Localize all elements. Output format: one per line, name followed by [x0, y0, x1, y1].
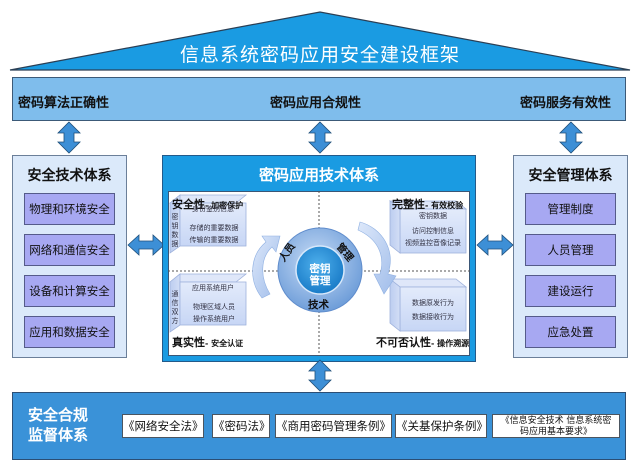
cube-authenticity-side: 通信双方 — [171, 290, 179, 325]
bottom-title-line1: 安全合规 — [28, 406, 89, 424]
bottom-vertical-arrow — [308, 359, 332, 392]
crypto-application-technology-title: 密码应用技术体系 — [258, 166, 379, 184]
core-text-line1: 密钥 — [309, 263, 331, 275]
cube-security-line1: 存储的重要数据 — [189, 224, 239, 232]
security-management-title: 安全管理体系 — [528, 168, 613, 184]
cube-authenticity-line1: 物理区域人员 — [193, 303, 235, 311]
data-cubes — [168, 194, 468, 333]
cube-security-line2: 传输的重要数据 — [189, 236, 239, 244]
double-arrow-icon — [57, 121, 81, 154]
principle-service-effectiveness: 密码服务有效性 — [520, 96, 612, 111]
cube-integrity-line1: 访问控制信息 — [412, 227, 454, 235]
quadrant-authenticity-label: 真实性- 安全认证 — [172, 334, 243, 350]
mgmt-item-construction-operation: 建设运行 — [525, 275, 616, 307]
core-key-management: 密钥 管理 — [306, 263, 334, 287]
principle-application-compliance: 密码应用合规性 — [270, 96, 362, 111]
law-gb-crypto-basic-requirements: 《信息安全技术 信息系统密 码应用基本要求》 — [492, 414, 620, 438]
law-cii-protection-regulation: 《关基保护条例》 — [395, 414, 488, 438]
mgmt-item-personnel: 人员管理 — [525, 234, 616, 266]
law-last-line1: 《信息安全技术 信息系统密 — [500, 416, 612, 426]
right-horizontal-arrow — [476, 234, 514, 256]
law-commercial-crypto-regulation: 《商用密码管理条例》 — [275, 414, 392, 438]
double-arrow-icon — [308, 121, 332, 154]
nonrepudiation-sub: - 操作溯源 — [431, 339, 470, 348]
quadrant-security-label: 安全性- 加密保护 — [172, 196, 243, 212]
nonrepudiation-label: 不可否认性 — [376, 336, 431, 349]
authenticity-label: 真实性 — [172, 336, 205, 349]
principle-algorithm-correctness: 密码算法正确性 — [18, 96, 110, 111]
principles-band — [12, 77, 626, 121]
compliance-supervision-title: 安全合规 监督体系 — [28, 405, 108, 445]
quadrant-dividers — [168, 191, 470, 356]
curved-arrow-up-icon — [252, 235, 281, 299]
curved-arrow-down-icon — [357, 221, 397, 295]
cube-integrity — [388, 200, 468, 254]
framework-title: 信息系统密码应用安全建设框架 — [179, 44, 460, 66]
security-technology-title: 安全技术体系 — [27, 168, 112, 184]
quadrant-integrity-label: 完整性- 有效校验 — [392, 196, 463, 212]
cube-authenticity — [168, 273, 248, 333]
double-arrow-icon — [308, 359, 332, 392]
cube-integrity-line2: 视频监控音像记录 — [405, 239, 461, 247]
mgmt-item-emergency-response: 应急处置 — [525, 316, 616, 348]
cube-nonrepudiation-line2: 数据接收行为 — [412, 313, 454, 321]
band-arrows — [57, 121, 583, 154]
core-diagram — [252, 221, 397, 313]
cube-authenticity-top: 应用系统用户 — [192, 284, 234, 292]
cube-security-side: 密钥数据 — [171, 213, 179, 248]
integrity-label: 完整性 — [392, 198, 425, 211]
double-arrow-icon — [127, 234, 165, 256]
security-sub: - 加密保护 — [205, 201, 244, 210]
cube-nonrepudiation — [388, 278, 468, 332]
integrity-sub: - 有效校验 — [425, 201, 464, 210]
cube-security — [168, 194, 248, 254]
law-cybersecurity: 《网络安全法》 — [122, 414, 204, 438]
tech-item-device-computing: 设备和计算安全 — [24, 275, 115, 307]
core-text-line2: 管理 — [309, 275, 331, 287]
cube-nonrepudiation-line1: 数据原发行为 — [412, 299, 454, 307]
inner-core — [295, 245, 345, 295]
bottom-title-line2: 监督体系 — [28, 426, 89, 444]
double-arrow-icon — [476, 234, 514, 256]
mgmt-item-policy: 管理制度 — [525, 193, 616, 225]
law-cryptography: 《密码法》 — [212, 414, 271, 438]
ring-label-technology: 技术 — [308, 299, 329, 311]
cube-authenticity-line2: 操作系统用户 — [193, 315, 235, 323]
security-management-system: 安全管理体系 管理制度 人员管理 建设运行 应急处置 — [513, 155, 628, 358]
tech-item-network-communication: 网络和通信安全 — [24, 234, 115, 266]
cube-integrity-top: 密钥数据 — [419, 212, 447, 220]
security-technology-system: 安全技术体系 物理和环境安全 网络和通信安全 设备和计算安全 应用和数据安全 — [12, 155, 127, 358]
tech-item-application-data: 应用和数据安全 — [24, 316, 115, 348]
roof-triangle — [9, 11, 631, 71]
law-last-line2: 码应用基本要求》 — [519, 427, 592, 437]
double-arrow-icon — [559, 121, 583, 154]
quadrant-nonrepudiation-label: 不可否认性- 操作溯源 — [376, 334, 469, 350]
authenticity-sub: - 安全认证 — [205, 339, 244, 348]
tech-item-physical-environment: 物理和环境安全 — [24, 193, 115, 225]
cube-security-top: 身份鉴别信息 — [192, 205, 234, 213]
security-label: 安全性 — [172, 198, 205, 211]
left-horizontal-arrow — [127, 234, 165, 256]
